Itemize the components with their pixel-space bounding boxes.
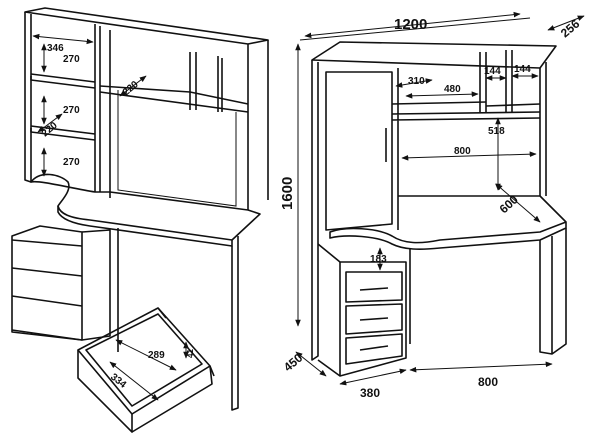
label-289: 289 [148, 350, 165, 361]
left-shelf-divider [94, 24, 101, 192]
drawer-front [77, 350, 133, 433]
label-380: 380 [360, 386, 380, 400]
label-220a: 220 [40, 120, 60, 139]
right-desktop-back [398, 195, 567, 223]
dim-line-800-inner [401, 151, 537, 161]
label-270c: 270 [63, 157, 80, 168]
left-hutch-right [247, 40, 269, 210]
dim-line-220a [37, 113, 63, 133]
left-hutch-niches [189, 52, 223, 112]
dim-line-310 [395, 78, 433, 88]
label-450: 450 [281, 350, 306, 374]
dim-line-256 [547, 15, 585, 31]
right-hutch-right [539, 62, 547, 196]
left-desk-drawing: 346 270 270 270 220 220 289 334 41 [11, 7, 269, 433]
label-346: 346 [47, 43, 64, 54]
right-lower-shelf [391, 101, 541, 107]
left-shelf-1 [30, 73, 96, 89]
drawer-detail [77, 307, 215, 433]
left-back-panel [117, 90, 237, 207]
dim-line-220b [119, 75, 147, 97]
label-480: 480 [444, 84, 461, 95]
right-desk-drawing: 1200 256 1600 310 480 144 144 518 800 60… [279, 11, 585, 400]
dim-line-450 [295, 351, 327, 377]
right-right-leg [539, 228, 567, 355]
left-pedestal-side [81, 229, 111, 341]
label-144b: 144 [514, 64, 531, 75]
drawer-inner [85, 313, 203, 407]
label-144a: 144 [484, 66, 501, 77]
right-hutch-top [311, 41, 557, 69]
label-183: 183 [370, 254, 387, 265]
right-drawer-3 [345, 333, 403, 365]
dim-line-480 [405, 91, 479, 99]
dim-line-1200 [304, 11, 521, 39]
left-right-leg [231, 236, 239, 411]
left-desktop [30, 173, 261, 241]
right-hutch-niches [479, 50, 513, 112]
dim-line-800-legs [409, 361, 553, 373]
label-800-inner: 800 [454, 146, 471, 157]
label-1200: 1200 [394, 16, 427, 33]
left-drawer-fronts [11, 239, 83, 341]
right-door [325, 71, 393, 231]
left-pedestal [11, 225, 83, 341]
right-drawer-2 [345, 303, 403, 335]
drawer-back [157, 307, 215, 377]
label-270b: 270 [63, 105, 80, 116]
label-41: 41 [186, 349, 195, 358]
dim-line-600 [495, 183, 541, 223]
label-256: 256 [558, 16, 583, 40]
dim-line-289 [115, 339, 177, 371]
label-310: 310 [408, 76, 425, 87]
label-800-legs: 800 [478, 375, 498, 389]
dim-line-380 [339, 368, 407, 386]
right-hutch-shelf [391, 68, 541, 230]
right-left-side [311, 60, 319, 361]
right-pedestal [317, 243, 407, 377]
right-drawer-1 [345, 271, 403, 303]
dim-line-334 [109, 361, 159, 401]
label-270a: 270 [63, 54, 80, 65]
label-518: 518 [488, 126, 505, 137]
left-hutch-side [24, 12, 32, 183]
left-desktop-edge [57, 206, 233, 247]
right-drawer-handles [359, 287, 389, 351]
dim-line-346 [32, 33, 94, 45]
label-1600: 1600 [279, 177, 296, 210]
drawer-side [131, 365, 213, 433]
